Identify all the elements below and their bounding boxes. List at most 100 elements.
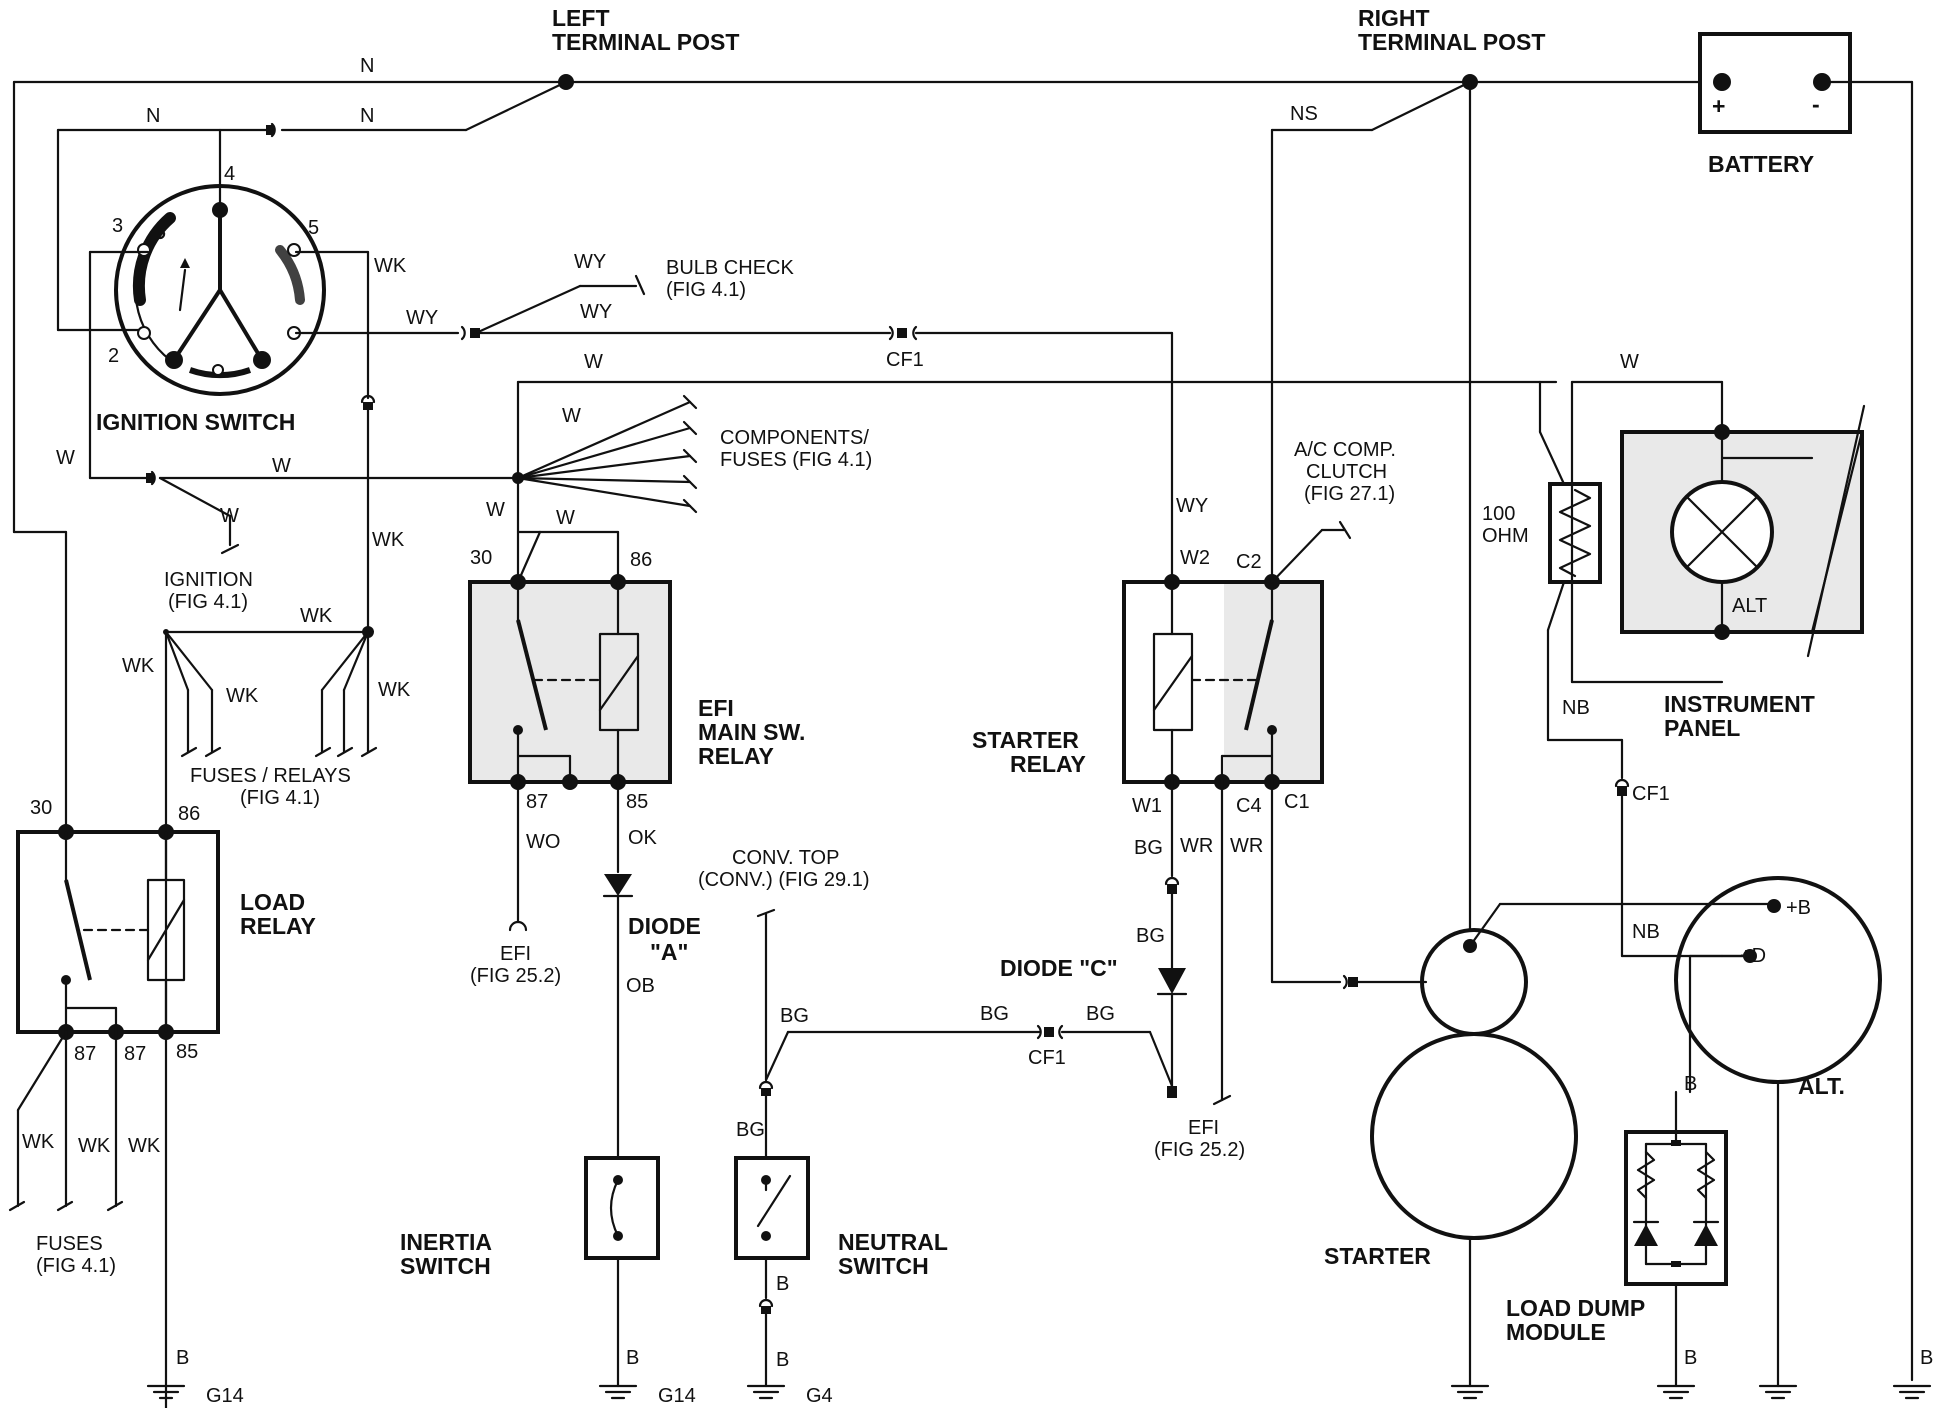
- conv-top-label-1: CONV. TOP: [732, 847, 839, 869]
- ignition-switch: [114, 184, 326, 396]
- ignition-ref-label-1: IGNITION: [164, 569, 253, 591]
- wire-label-wk-1: WK: [374, 255, 407, 277]
- load-pin-30: 30: [30, 797, 52, 819]
- load-relay: [8, 824, 220, 1212]
- load-relay-label-2: RELAY: [240, 913, 316, 939]
- wire-label-bg-2: BG: [980, 1003, 1009, 1025]
- starter-label: STARTER: [1324, 1243, 1431, 1269]
- wire-label-wk-8: WK: [78, 1135, 111, 1157]
- wire-label-wk-7: WK: [22, 1131, 55, 1153]
- bulb-check-label-2: (FIG 4.1): [666, 279, 746, 301]
- wire-label-w-4: W: [272, 455, 291, 477]
- efi2-label-2: (FIG 25.2): [1154, 1139, 1245, 1161]
- pin-labels: 3 4 5 2 30 86 87 85 30 86 87 87 85 W2 C2…: [30, 91, 1820, 1065]
- alternator: [1674, 876, 1882, 1388]
- load-relay-label-1: LOAD: [240, 889, 305, 915]
- wire-label-nb-1: NB: [1562, 697, 1590, 719]
- fuses-relays-label-2: (FIG 4.1): [240, 787, 320, 809]
- wire-label-wk-5: WK: [226, 685, 259, 707]
- wire-code-labels: N N N NS WK WY WY WY CF1 W W W W W W W W…: [22, 55, 1933, 1371]
- ignition-ref-label-2: (FIG 4.1): [168, 591, 248, 613]
- wire-label-bg-6: BG: [1136, 925, 1165, 947]
- ground-label-g14-1: G14: [206, 1385, 244, 1407]
- left-terminal-label-1: LEFT: [552, 5, 610, 31]
- neutral-switch: [734, 908, 1177, 1388]
- efi-pin-85: 85: [626, 791, 648, 813]
- wire-label-b-1: B: [1684, 1073, 1697, 1095]
- wire-label-wy-3: WY: [580, 301, 612, 323]
- left-terminal-label-2: TERMINAL POST: [552, 29, 739, 55]
- efi-relay-label-3: RELAY: [698, 743, 774, 769]
- components-label-2: FUSES (FIG 4.1): [720, 449, 872, 471]
- wire-label-wr-2: WR: [1230, 835, 1263, 857]
- starter-relay-label-2: RELAY: [1010, 751, 1086, 777]
- bulb-check-label-1: BULB CHECK: [666, 257, 794, 279]
- load-pin-86: 86: [178, 803, 200, 825]
- wire-label-wk-9: WK: [128, 1135, 161, 1157]
- ground-label-g14-2: G14: [658, 1385, 696, 1407]
- battery-minus: -: [1812, 91, 1820, 117]
- wire-label-ns: NS: [1290, 103, 1318, 125]
- fuses-label-2: (FIG 4.1): [36, 1255, 116, 1277]
- wire-label-cf1-1: CF1: [886, 349, 924, 371]
- efi-pin-86: 86: [630, 549, 652, 571]
- ac-label-1: A/C COMP.: [1294, 439, 1396, 461]
- efi-main-switch-relay: [468, 574, 672, 1160]
- wire-label-b-2: B: [1684, 1347, 1697, 1369]
- efi-relay-label-2: MAIN SW.: [698, 719, 805, 745]
- efi-ref-label-1: EFI: [500, 943, 531, 965]
- ac-label-2: CLUTCH: [1306, 461, 1387, 483]
- starter-relay-label-1: STARTER: [972, 727, 1079, 753]
- wire-label-wy-4: WY: [1176, 495, 1208, 517]
- pin-3: 3: [112, 215, 123, 237]
- instrument-panel-label-2: PANEL: [1664, 715, 1740, 741]
- starter-motor: [1370, 80, 1774, 1388]
- wire-label-wk-4: WK: [122, 655, 155, 677]
- right-terminal-label-1: RIGHT: [1358, 5, 1430, 31]
- wire-label-bg-5: BG: [1134, 837, 1163, 859]
- wire-label-w-2: W: [562, 405, 581, 427]
- ohm-label-2: OHM: [1482, 525, 1529, 547]
- starter-pin-c2: C2: [1236, 551, 1262, 573]
- wire-label-wk-6: WK: [378, 679, 411, 701]
- diode-a-label-1: DIODE: [628, 913, 701, 939]
- wire-label-wr-1: WR: [1180, 835, 1213, 857]
- starter-pin-w2: W2: [1180, 547, 1210, 569]
- wire-label-w-7: W: [556, 507, 575, 529]
- fuses-relays-label-1: FUSES / RELAYS: [190, 765, 351, 787]
- wire-label-bg-3: BG: [1086, 1003, 1115, 1025]
- wire-label-bg-1: BG: [780, 1005, 809, 1027]
- load-pin-87b: 87: [124, 1043, 146, 1065]
- wire-label-wo: WO: [526, 831, 560, 853]
- wire-label-cf1-3: CF1: [1632, 783, 1670, 805]
- diode-a-label-2: "A": [650, 939, 688, 965]
- inertia-label-1: INERTIA: [400, 1229, 492, 1255]
- wire-label-bg-4: BG: [736, 1119, 765, 1141]
- wire-label-nb-2: NB: [1632, 921, 1660, 943]
- wire-label-b-3: B: [1920, 1347, 1933, 1369]
- efi-pin-87: 87: [526, 791, 548, 813]
- wire-label-ok: OK: [628, 827, 658, 849]
- wire-label-w-5: W: [220, 505, 239, 527]
- starter-relay: [1122, 80, 1472, 1106]
- load-pin-87a: 87: [74, 1043, 96, 1065]
- alt-lamp-label: ALT: [1732, 595, 1767, 617]
- wire-label-ob: OB: [626, 975, 655, 997]
- efi2-label-1: EFI: [1188, 1117, 1219, 1139]
- wire-label-b-4: B: [176, 1347, 189, 1369]
- component-labels: LEFT TERMINAL POST RIGHT TERMINAL POST B…: [36, 5, 1845, 1345]
- load-pin-85: 85: [176, 1041, 198, 1063]
- fuses-label-1: FUSES: [36, 1233, 103, 1255]
- efi-pin-30: 30: [470, 547, 492, 569]
- wire-label-wk-2: WK: [372, 529, 405, 551]
- wire-n-to-ignition: [56, 80, 568, 332]
- load-dump-label-2: MODULE: [1506, 1319, 1606, 1345]
- wire-label-wy-2: WY: [574, 251, 606, 273]
- wire-label-n-2: N: [146, 105, 160, 127]
- wire-label-b-6: B: [776, 1273, 789, 1295]
- instrument-panel: [1538, 380, 1866, 958]
- pin-4: 4: [224, 163, 235, 185]
- battery-label: BATTERY: [1708, 151, 1814, 177]
